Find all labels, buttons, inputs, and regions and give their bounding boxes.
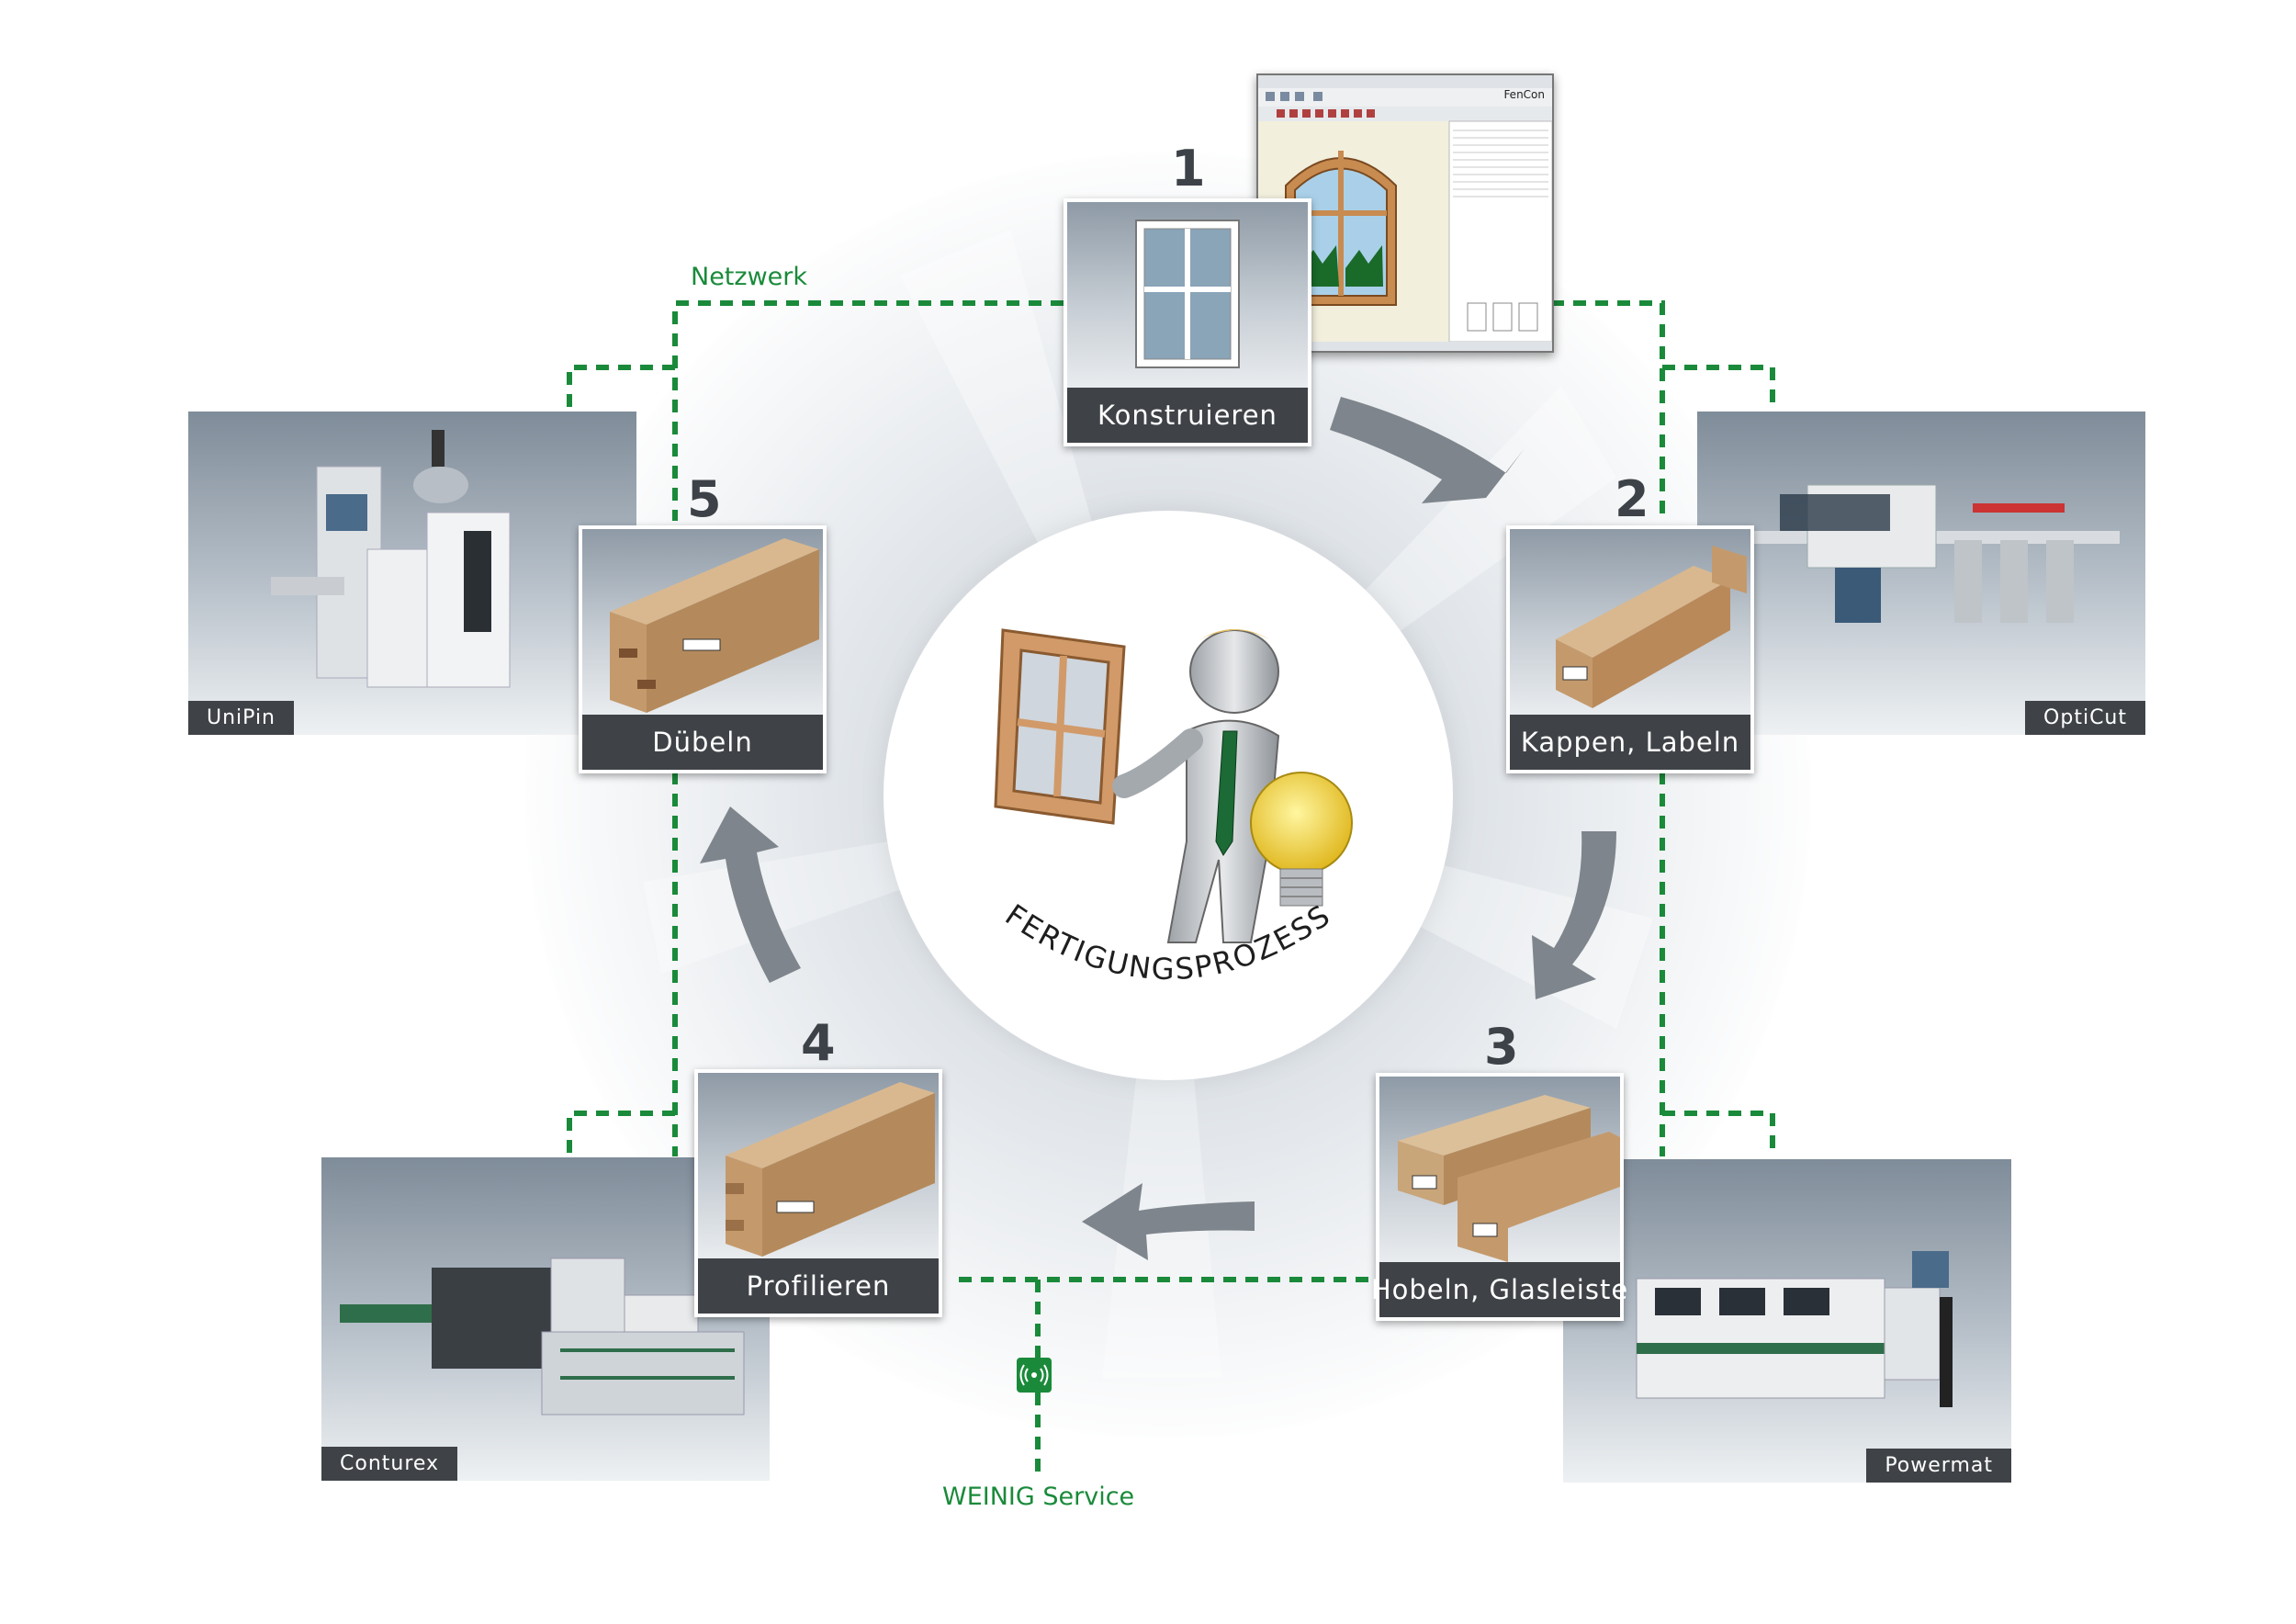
weinig-service-label: WEINIG Service [942, 1483, 1135, 1511]
process-arrows [700, 397, 1616, 1260]
arrow-step2-to-3 [1532, 831, 1616, 999]
arrow-step3-to-4 [1082, 1183, 1255, 1260]
conturex-machine-illustration [340, 1257, 745, 1415]
step-label-2: Kappen, Labeln [1510, 715, 1750, 770]
step-konstruieren[interactable]: Konstruieren [1064, 198, 1311, 446]
arrow-step4-to-5 [700, 806, 801, 983]
step-number-2: 2 [1615, 470, 1649, 528]
step-image-doweled-beam [582, 529, 823, 715]
step-label-3: Hobeln, Glasleiste [1371, 1262, 1627, 1317]
step-image-window [1067, 202, 1308, 388]
craftsman-with-window-and-lightbulb-icon: FERTIGUNGSPROZESS [994, 628, 1353, 987]
opticut-machine-illustration [1734, 484, 2120, 623]
machine-label-opticut: OptiCut [2025, 701, 2145, 735]
step-label-4: Profilieren [698, 1258, 939, 1314]
powermat-machine-illustration [1636, 1251, 1953, 1407]
step-kappen-labeln[interactable]: Kappen, Labeln [1506, 525, 1754, 773]
machine-powermat[interactable]: Powermat [1563, 1159, 2011, 1483]
step-label-1: Konstruieren [1067, 388, 1308, 443]
step-number-5: 5 [687, 470, 722, 528]
unipin-machine-illustration [271, 430, 511, 688]
step-number-1: 1 [1171, 140, 1206, 197]
center-process-circle: FERTIGUNGSPROZESS [884, 511, 1453, 1080]
machine-unipin[interactable]: UniPin [188, 412, 636, 735]
step-image-cut-beam [1510, 529, 1750, 715]
step-hobeln-glasleiste[interactable]: Hobeln, Glasleiste [1371, 1073, 1627, 1321]
machine-label-unipin: UniPin [188, 701, 294, 735]
machine-label-conturex: Conturex [321, 1447, 458, 1481]
step-image-planed-beams [1379, 1077, 1620, 1262]
step-number-4: 4 [801, 1014, 836, 1072]
machine-label-powermat: Powermat [1866, 1449, 2011, 1483]
step-profilieren[interactable]: Profilieren [694, 1069, 942, 1317]
network-label: Netzwerk [691, 263, 807, 291]
step-duebeln[interactable]: Dübeln [579, 525, 827, 773]
machine-opticut[interactable]: OptiCut [1697, 412, 2145, 735]
arrow-step1-to-2 [1330, 397, 1525, 503]
step-label-5: Dübeln [582, 715, 823, 770]
wireless-signal-icon[interactable] [1017, 1358, 1052, 1393]
step-image-profiled-beam [698, 1073, 939, 1258]
step-number-3: 3 [1484, 1018, 1519, 1076]
software-title: FenCon [1503, 88, 1545, 101]
